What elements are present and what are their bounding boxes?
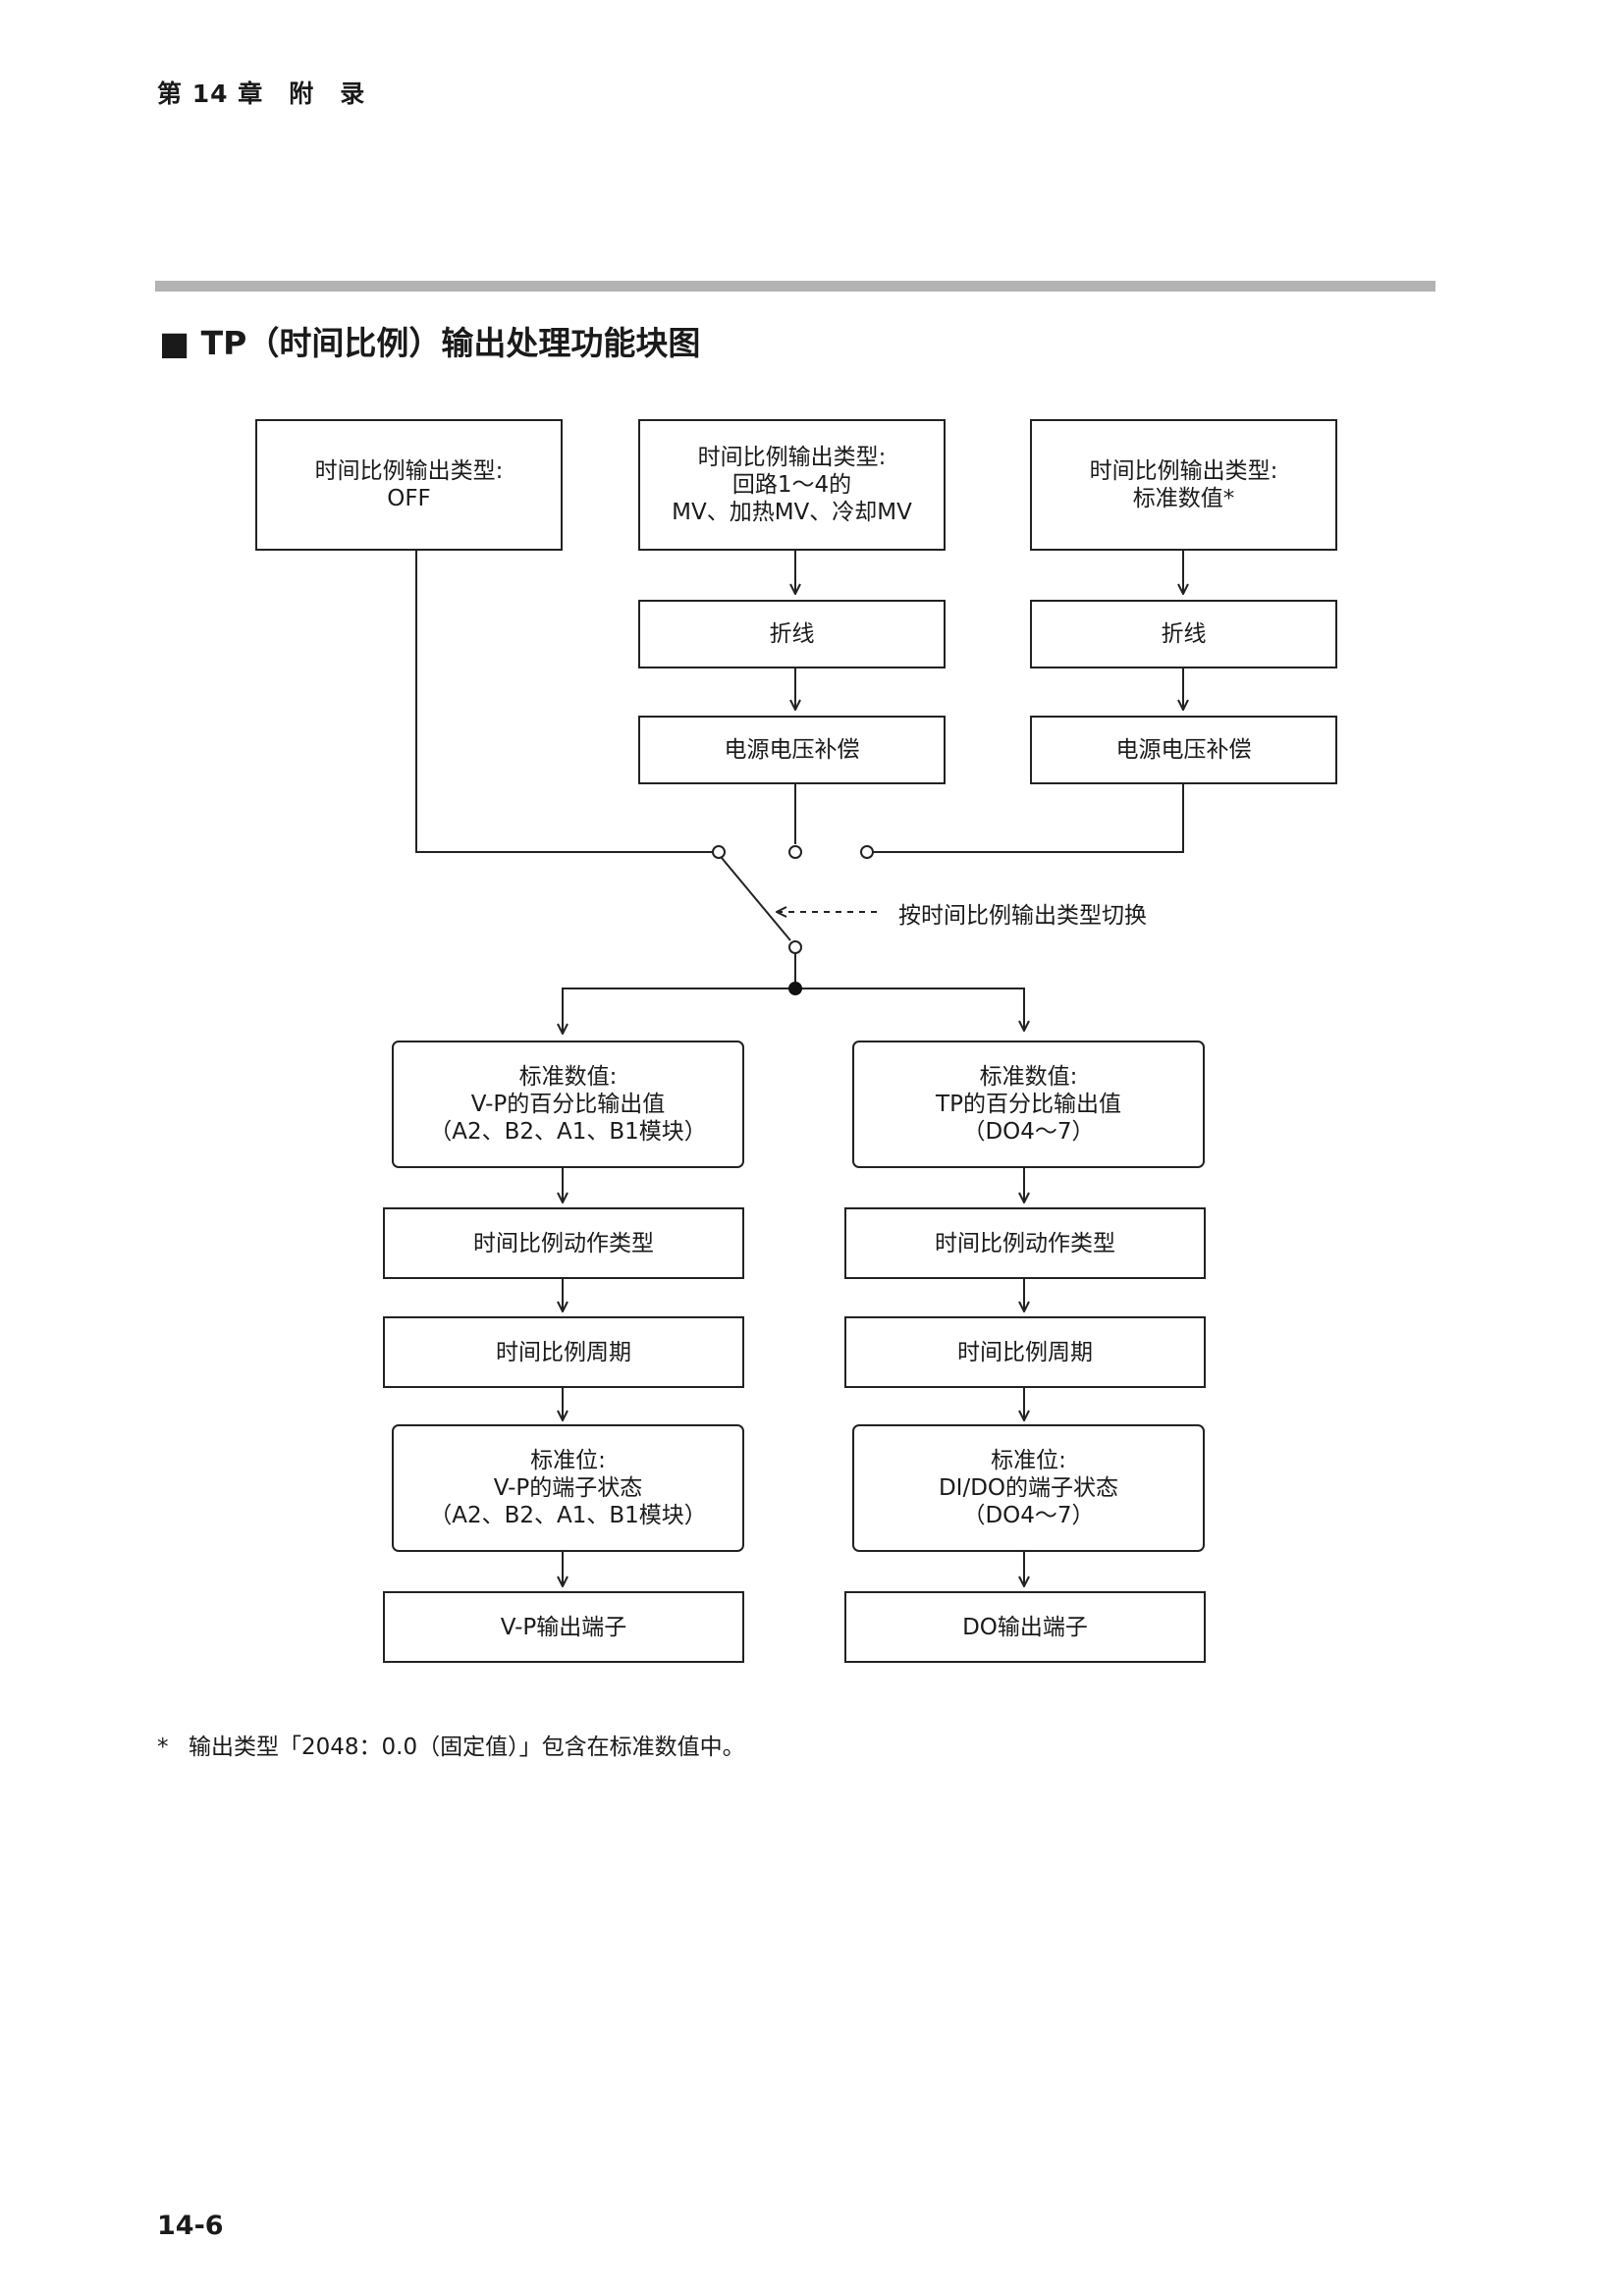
box-line: 电源电压补偿 xyxy=(724,737,860,763)
box-line: 电源电压补偿 xyxy=(1115,737,1252,763)
footnote-mark: * xyxy=(157,1735,169,1760)
box-line: V-P输出端子 xyxy=(500,1614,627,1640)
box-line: V-P的端子状态 xyxy=(493,1475,643,1501)
box-line: MV、加热MV、冷却MV xyxy=(672,500,912,525)
footnote-text: 输出类型「2048：0.0（固定值）」包含在标准数值中。 xyxy=(189,1735,745,1760)
source-box-standard: 时间比例输出类型: 标准数值* xyxy=(1030,419,1337,551)
box-line: 时间比例输出类型: xyxy=(1089,458,1278,484)
box-line: （A2、B2、A1、B1模块） xyxy=(429,1503,707,1528)
switch-label: 按时间比例输出类型切换 xyxy=(898,903,1147,929)
mv-linearization-box: 折线 xyxy=(638,600,946,668)
box-line: 时间比例周期 xyxy=(496,1339,631,1365)
left-std-value-box: 标准数值: V-P的百分比输出值 （A2、B2、A1、B1模块） xyxy=(392,1041,744,1168)
box-line: （A2、B2、A1、B1模块） xyxy=(429,1119,707,1145)
box-line: 时间比例周期 xyxy=(957,1339,1093,1365)
left-action-type-box: 时间比例动作类型 xyxy=(383,1207,744,1279)
box-line: 时间比例输出类型: xyxy=(697,445,887,470)
box-line: 回路1～4的 xyxy=(731,472,852,498)
box-line: （DO4～7） xyxy=(962,1503,1095,1528)
box-line: 标准数值* xyxy=(1132,486,1235,511)
right-std-bit-box: 标准位: DI/DO的端子状态 （DO4～7） xyxy=(852,1424,1205,1552)
box-line: DO输出端子 xyxy=(962,1614,1088,1640)
footnote: * 输出类型「2048：0.0（固定值）」包含在标准数值中。 xyxy=(157,1728,745,1761)
left-output-terminal-box: V-P输出端子 xyxy=(383,1591,744,1663)
switch-common-contact xyxy=(788,940,802,954)
section-title: ■ TP（时间比例）输出处理功能块图 xyxy=(159,324,701,362)
right-std-value-box: 标准数值: TP的百分比输出值 （DO4～7） xyxy=(852,1041,1205,1168)
page-number: 14-6 xyxy=(157,2211,224,2241)
std-linearization-box: 折线 xyxy=(1030,600,1337,668)
box-line: 标准位: xyxy=(991,1448,1066,1473)
right-action-type-box: 时间比例动作类型 xyxy=(844,1207,1206,1279)
source-box-mv: 时间比例输出类型: 回路1～4的 MV、加热MV、冷却MV xyxy=(638,419,946,551)
box-line: 时间比例动作类型 xyxy=(935,1230,1115,1256)
source-box-off: 时间比例输出类型: OFF xyxy=(255,419,563,551)
box-line: 时间比例动作类型 xyxy=(473,1230,654,1256)
mv-voltage-compensation-box: 电源电压补偿 xyxy=(638,716,946,784)
junction-dot xyxy=(788,982,802,995)
chapter-header: 第 14 章 附 录 xyxy=(157,80,366,108)
box-line: 折线 xyxy=(1161,621,1207,647)
box-line: 标准数值: xyxy=(518,1064,618,1090)
box-line: 标准数值: xyxy=(979,1064,1078,1090)
switch-contact-off xyxy=(712,845,726,859)
box-line: 折线 xyxy=(769,621,815,647)
box-line: OFF xyxy=(387,486,431,511)
off-source-line xyxy=(415,550,713,853)
right-cycle-box: 时间比例周期 xyxy=(844,1316,1206,1388)
box-line: DI/DO的端子状态 xyxy=(938,1475,1119,1501)
std-to-switch-line xyxy=(873,782,1184,853)
box-line: V-P的百分比输出值 xyxy=(470,1092,666,1117)
box-line: 时间比例输出类型: xyxy=(314,458,504,484)
right-output-terminal-box: DO输出端子 xyxy=(844,1591,1206,1663)
switch-blade xyxy=(721,857,791,941)
box-line: TP的百分比输出值 xyxy=(936,1092,1121,1117)
header-rule xyxy=(155,281,1435,292)
left-std-bit-box: 标准位: V-P的端子状态 （A2、B2、A1、B1模块） xyxy=(392,1424,744,1552)
switch-contact-mv xyxy=(788,845,802,859)
switch-contact-std xyxy=(860,845,874,859)
box-line: 标准位: xyxy=(530,1448,606,1473)
left-cycle-box: 时间比例周期 xyxy=(383,1316,744,1388)
std-voltage-compensation-box: 电源电压补偿 xyxy=(1030,716,1337,784)
box-line: （DO4～7） xyxy=(962,1119,1095,1145)
